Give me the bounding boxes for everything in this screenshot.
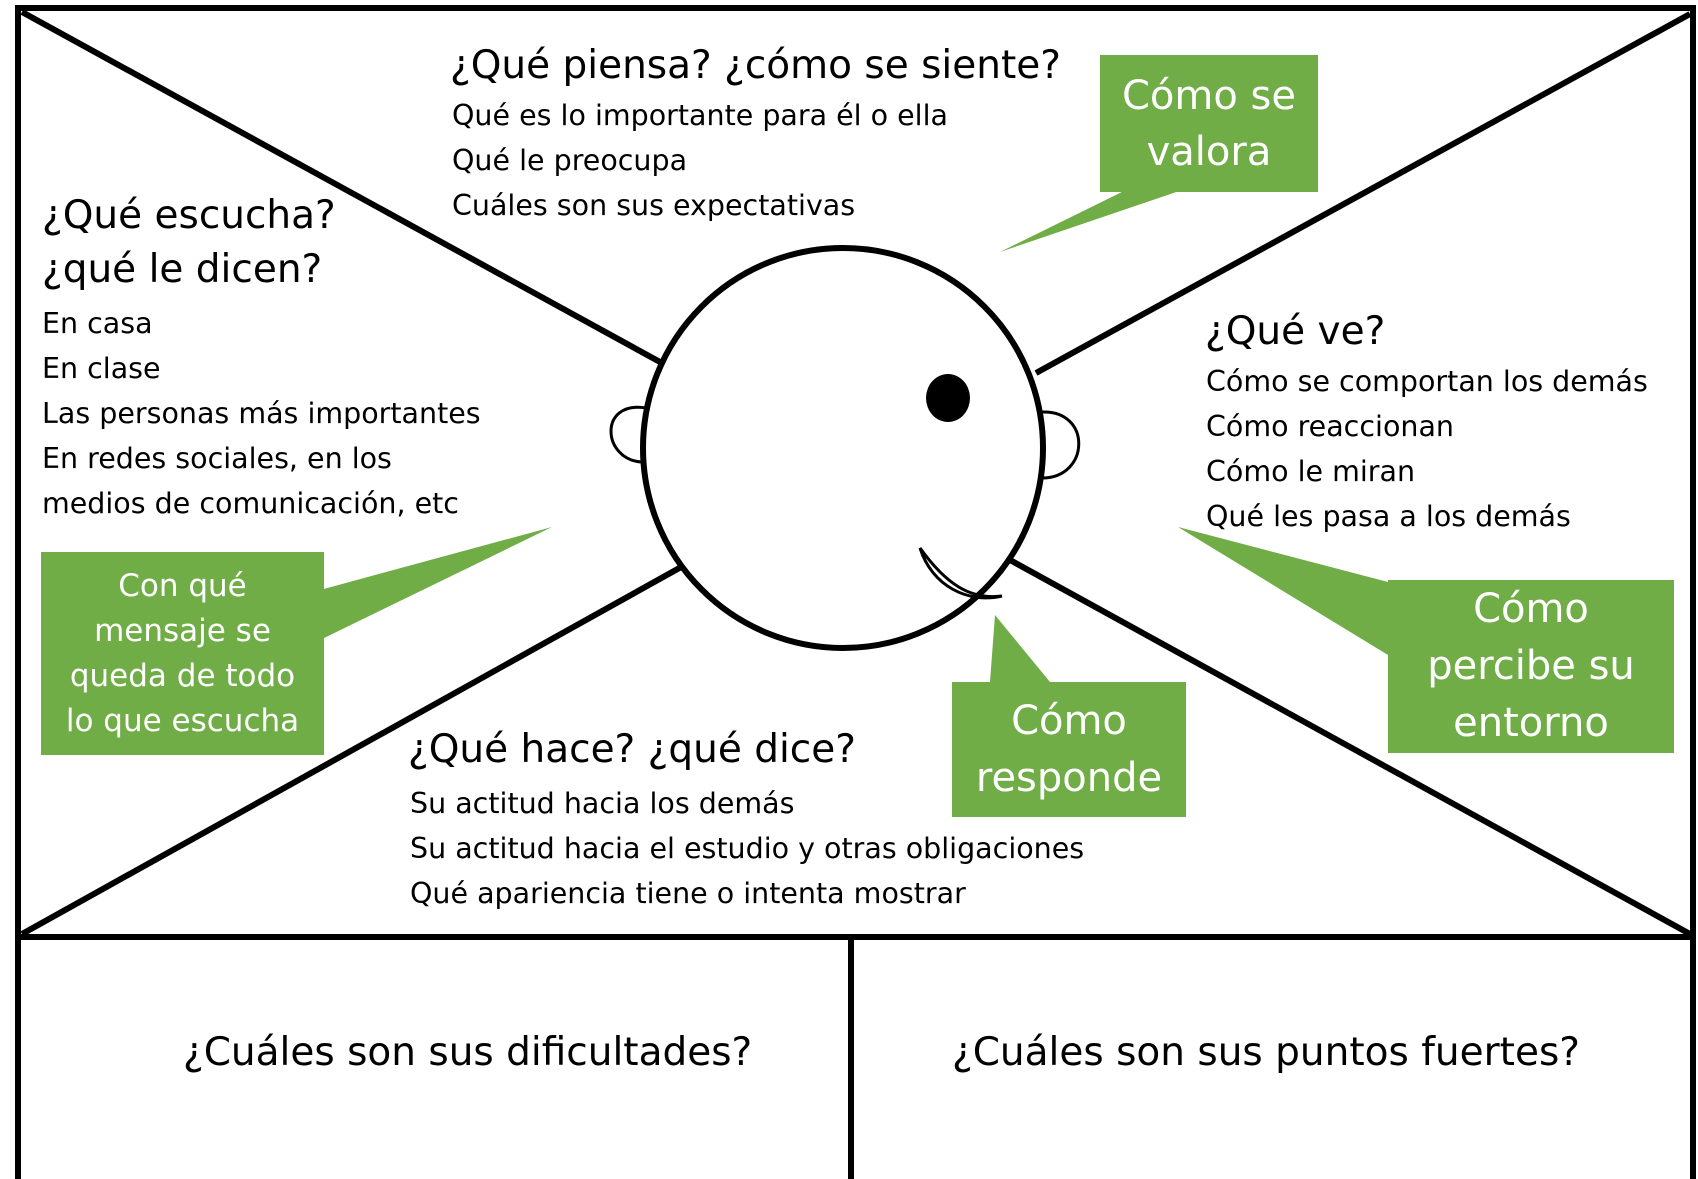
hears-item: En redes sociales, en los: [42, 442, 392, 475]
callout-message: Con qué mensaje se queda de todo lo que …: [41, 552, 324, 755]
diagonal-bottom-right: [1008, 557, 1692, 937]
hears-item: En casa: [42, 307, 153, 340]
sees-item: Cómo se comportan los demás: [1206, 365, 1648, 398]
thinks-item: Cuáles son sus expectativas: [452, 189, 856, 222]
callout-tail-message: [320, 527, 552, 640]
thinks-item: Qué es lo importante para él o ella: [452, 99, 948, 132]
right-ear: [1041, 410, 1081, 480]
diagonal-top-left: [20, 9, 662, 365]
difficulties-question: ¿Cuáles son sus dificultades?: [183, 1030, 753, 1075]
callout-tail-values: [1000, 188, 1188, 252]
diagonal-top-right: [1034, 11, 1692, 376]
hears-heading: ¿qué le dicen?: [42, 247, 323, 292]
callout-values: Cómo se valora: [1100, 55, 1318, 192]
smile: [918, 547, 1003, 600]
callout-responds: Cómo responde: [952, 682, 1186, 817]
hears-item: Las personas más importantes: [42, 397, 481, 430]
hears-item: En clase: [42, 352, 161, 385]
face-circle: [640, 245, 1046, 651]
thinks-heading: ¿Qué piensa? ¿cómo se siente?: [450, 43, 1061, 88]
callout-tail-responds: [990, 615, 1050, 682]
strengths-question: ¿Cuáles son sus puntos fuertes?: [952, 1030, 1580, 1075]
left-ear: [609, 405, 647, 464]
sees-item: Cómo le miran: [1206, 455, 1416, 488]
thinks-item: Qué le preocupa: [452, 144, 688, 177]
sees-heading: ¿Qué ve?: [1205, 309, 1386, 354]
does-item: Su actitud hacia los demás: [410, 787, 795, 820]
eye: [926, 374, 970, 422]
callout-environment: Cómo percibe su entorno: [1388, 580, 1674, 753]
does-heading: ¿Qué hace? ¿qué dice?: [408, 727, 856, 772]
sees-item: Qué les pasa a los demás: [1206, 500, 1571, 533]
outer-frame: [15, 5, 1696, 1179]
hears-heading: ¿Qué escucha?: [42, 193, 336, 238]
callout-tail-environment: [1178, 527, 1388, 655]
sees-item: Cómo reaccionan: [1206, 410, 1454, 443]
diagonal-bottom-left: [20, 563, 685, 937]
does-item: Qué apariencia tiene o intenta mostrar: [410, 877, 966, 910]
does-item: Su actitud hacia el estudio y otras obli…: [410, 832, 1085, 865]
hears-item: medios de comunicación, etc: [42, 487, 459, 520]
